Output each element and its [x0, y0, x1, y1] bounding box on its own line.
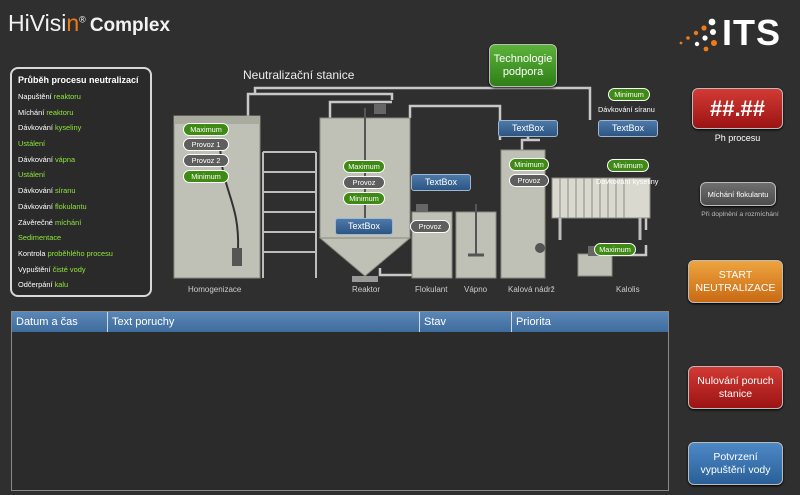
plant-title: Neutralizační stanice: [243, 68, 355, 82]
caption-vapno: Vápno: [464, 285, 488, 294]
column-stav[interactable]: Stav: [420, 312, 512, 332]
its-logo: ITS: [676, 12, 788, 56]
its-wordmark: ITS: [722, 12, 782, 53]
nulovani-poruch-label: Nulování poruch stanice: [697, 374, 774, 400]
vapno-tank: [455, 204, 497, 279]
caption-flokulant: Flokulant: [415, 285, 448, 294]
app-logo: HiVisin®Complex: [8, 10, 170, 37]
kalolis-maximum-indicator: Maximum: [594, 243, 636, 256]
process-step: Vypuštění čisté vody: [18, 264, 86, 274]
potvrzeni-vypusteni-button[interactable]: Potvrzení vypuštění vody: [688, 442, 783, 485]
caption-homogenizace: Homogenizace: [188, 285, 242, 294]
brand-complex: Complex: [89, 15, 171, 36]
flokulant-tank: [411, 204, 453, 279]
process-step: Ustálení: [18, 170, 46, 180]
brand-name-dot: n: [66, 10, 80, 36]
homogenizace-provoz2-indicator: Provoz 2: [183, 154, 229, 167]
michani-note: Při doplnění a rozmíchání: [701, 211, 779, 218]
reaktor-textbox[interactable]: TextBox: [335, 218, 393, 235]
kalova-textbox[interactable]: TextBox: [498, 120, 558, 137]
process-step: Ustálení: [18, 139, 46, 149]
column-text-poruchy[interactable]: Text poruchy: [108, 312, 420, 332]
ph-label: Ph procesu: [714, 133, 761, 143]
alarm-table[interactable]: Datum a čas Text poruchy Stav Priorita: [11, 311, 669, 491]
access-ladder: [262, 151, 317, 278]
michani-flokulantu-button[interactable]: Míchání flokulantu: [700, 182, 776, 206]
kyselina-minimum-indicator: Minimum: [607, 159, 649, 172]
alarm-table-header: Datum a čas Text poruchy Stav Priorita: [12, 312, 668, 332]
process-step: Dávkování flokulantu: [18, 201, 87, 211]
michani-flokulantu-label: Míchání flokulantu: [707, 189, 769, 199]
process-heading: Průběh procesu neutralizací: [18, 75, 139, 85]
process-step: Dávkování síranu: [18, 186, 76, 196]
siran-minimum-indicator: Minimum: [608, 88, 650, 101]
ph-value-display: ##.##: [692, 88, 783, 129]
process-step: Kontrola proběhlého procesu: [18, 248, 113, 258]
column-datum-a-cas[interactable]: Datum a čas: [12, 312, 108, 332]
homogenizace-provoz1-indicator: Provoz 1: [183, 138, 229, 151]
its-dots-icon: [679, 18, 717, 52]
potvrzeni-vypusteni-label: Potvrzení vypuštění vody: [700, 450, 771, 476]
process-steps-panel: Průběh procesu neutralizací Napuštění re…: [10, 67, 152, 297]
column-priorita[interactable]: Priorita: [516, 316, 551, 328]
process-step: Odčerpání kalu: [18, 280, 69, 290]
homogenizace-maximum-indicator: Maximum: [183, 123, 229, 136]
flokulant-provoz-indicator: Provoz: [410, 220, 450, 233]
ph-value: ##.##: [709, 95, 766, 121]
nulovani-poruch-button[interactable]: Nulování poruch stanice: [688, 366, 783, 409]
siran-textbox[interactable]: TextBox: [598, 120, 658, 137]
process-step: Míchání reaktoru: [18, 107, 74, 117]
kalolis-press: [551, 177, 651, 277]
process-step: Dávkování kyseliny: [18, 123, 82, 133]
homogenizace-minimum-indicator: Minimum: [183, 170, 229, 183]
technologie-podpora-label: Technologie podpora: [493, 52, 553, 78]
start-neutralizace-button[interactable]: START NEUTRALIZACE: [688, 260, 783, 303]
process-step: Sedimentace: [18, 233, 62, 243]
start-neutralizace-label: START NEUTRALIZACE: [695, 268, 776, 294]
caption-kalolis: Kalolis: [616, 285, 640, 294]
kyselina-label: Dávkování kyseliny: [596, 177, 659, 186]
kalova-minimum-indicator: Minimum: [509, 158, 549, 171]
reaktor-provoz-indicator: Provoz: [343, 176, 385, 189]
process-step: Napuštění reaktoru: [18, 92, 81, 101]
flokulant-textbox[interactable]: TextBox: [411, 174, 471, 191]
brand-name-part: HiVisi: [8, 10, 67, 36]
process-step: Dávkování vápna: [18, 154, 76, 164]
siran-label: Dávkování síranu: [598, 105, 655, 114]
technologie-podpora-button[interactable]: Technologie podpora: [489, 44, 557, 87]
caption-kalova-nadrz: Kalová nádrž: [508, 285, 555, 294]
brand-reg-mark: ®: [79, 14, 86, 25]
kalova-nadrz-tank: [500, 149, 546, 279]
kalova-provoz-indicator: Provoz: [509, 174, 549, 187]
plant-diagram: [173, 86, 651, 282]
reaktor-maximum-indicator: Maximum: [343, 160, 385, 173]
caption-reaktor: Reaktor: [352, 285, 381, 294]
process-step: Závěrečné míchání: [18, 217, 82, 227]
reaktor-minimum-indicator: Minimum: [343, 192, 385, 205]
